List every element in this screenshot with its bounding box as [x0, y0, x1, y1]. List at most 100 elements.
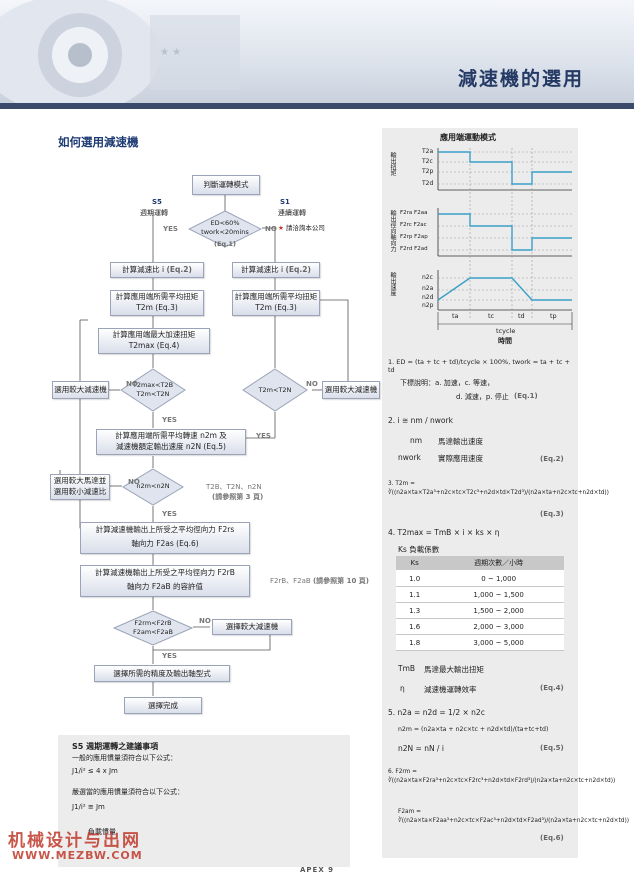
seg-ta: ta — [452, 312, 459, 320]
notes-formula1: J1/i² ≤ 4 x Jm — [72, 767, 118, 775]
table-header: Ks — [396, 556, 434, 571]
notes-line3: 負載慣量 — [88, 828, 116, 836]
tcycle-label: tcycle — [496, 327, 516, 335]
eq1-note2: d. 減速，p. 停止 — [456, 393, 509, 401]
eq2-nm: nm — [410, 436, 423, 445]
table-cell: 3,000 ~ 5,000 — [433, 634, 564, 651]
no-label-2: NO — [126, 380, 138, 388]
star-icon: ★ — [278, 224, 284, 232]
ref-page10: F2rB、F2aB (請參照第 10 頁) — [270, 577, 369, 585]
tmb-desc: 馬達最大輸出扭矩 — [424, 665, 484, 674]
eq1: 1. ED = (ta + tc + td)/tcycle × 100%, tw… — [388, 358, 570, 374]
right-formula-panel — [382, 128, 578, 858]
yes-label-5: YES — [162, 652, 177, 660]
ks-title: Ks 負載係數 — [398, 545, 440, 554]
accuracy-box: 選擇所需的精度及輸出軸型式 — [94, 665, 230, 682]
notes-title: S5 週期運轉之建議事項 — [72, 742, 159, 751]
ref-page3: (請參照第 3 頁) — [212, 493, 264, 501]
eq5-ref: (Eq.5) — [540, 744, 564, 752]
s1-label: 連續運轉 — [278, 209, 306, 217]
eq5b: n2m = (n2a×ta + n2c×tc + n2d×td)/(ta+tc+… — [398, 726, 549, 733]
decision-force — [113, 610, 193, 646]
gearbox-illustration-icon: ★ ★ — [0, 0, 240, 103]
decision-n2m-text: n2m<n2N — [136, 482, 170, 490]
yes-label-3: YES — [256, 432, 271, 440]
section-title: 如何選用減速機 — [58, 135, 139, 149]
eq3-ref: (Eq.3) — [540, 510, 564, 518]
seg-tc: tc — [488, 312, 495, 320]
eq1-note: 下標說明：a. 加速，c. 等速， — [400, 379, 495, 387]
s1-code: S1 — [280, 198, 290, 206]
no-label: NO — [265, 225, 277, 233]
table-cell: 1,500 ~ 2,000 — [433, 602, 564, 619]
page-title: 減速機的選用 — [457, 68, 584, 90]
svg-text:★ ★: ★ ★ — [160, 47, 181, 58]
table-cell: 0 ~ 1,000 — [433, 570, 564, 587]
decision-t2m — [242, 368, 308, 412]
eq2-nwork-desc: 實際應用速度 — [438, 454, 483, 463]
n-label-1: n2a — [422, 285, 434, 292]
bigger-gearbox-box-3: 選擇較大減速機 — [212, 619, 292, 635]
force-axis-label: 輸出徑向軸向力 — [389, 210, 396, 252]
no-label-4: NO — [128, 478, 140, 486]
table-cell: 1.0 — [396, 570, 434, 587]
eta-desc: 減速機運轉效率 — [424, 685, 477, 694]
table-cell: 1.6 — [396, 618, 434, 635]
decision-ed — [188, 210, 262, 248]
table-cell: 1.3 — [396, 602, 434, 619]
eq2-nwork: nwork — [398, 453, 421, 462]
f-label-0: F2ra F2aa — [400, 210, 428, 216]
eq5c: n2N = nN / i — [398, 744, 444, 753]
decision-t2max — [120, 368, 186, 412]
no-label-5: NO — [199, 617, 211, 625]
n-label-0: n2c — [422, 274, 433, 281]
s5-code: S5 — [152, 198, 162, 206]
notes-line2: 嚴選當的應用慣量須符合以下公式： — [72, 788, 184, 796]
eq1-ref: (Eq.1) — [514, 392, 538, 400]
page-footer: APEX 9 — [300, 866, 335, 874]
f-label-3: F2rd F2ad — [400, 246, 428, 252]
eq2-nm-desc: 馬達輸出速度 — [438, 437, 483, 446]
decision-ed-ref: (Eq.1) — [213, 240, 237, 248]
f-label-2: F2rp F2ap — [400, 234, 428, 240]
eq6-ref: (Eq.6) — [540, 834, 564, 842]
tmb-symbol: TmB — [398, 664, 416, 673]
ratio-right-box: 計算減速比 i (Eq.2) — [232, 262, 320, 278]
bigger-motor-box: 選用較大馬達並選用較小減速比 — [50, 474, 110, 500]
speed-box: 計算應用端所需平均轉速 n2m 及減速機額定輸出速度 n2N (Eq.5) — [96, 429, 246, 455]
eq6b: F2am = ∛((n2a×ta×F2aa³+n2c×tc×F2ac³+n2d×… — [398, 809, 629, 824]
n-label-2: n2d — [422, 294, 434, 301]
f-label-1: F2rc F2ac — [400, 222, 427, 228]
ref-page3-symbols: T2B、T2N、n2N — [206, 483, 262, 491]
decision-ed-text: ED<60%twork<20mins — [201, 219, 249, 236]
notes-line1: 一般的應用慣量須符合以下公式： — [72, 754, 177, 762]
table-cell: 1,000 ~ 1,500 — [433, 586, 564, 603]
watermark-cn: 机械设计与出网 — [8, 831, 141, 851]
table-header-row: Ks 週期次數／小時 — [396, 556, 564, 571]
no-label-3: NO — [306, 380, 318, 388]
eq2-ref: (Eq.2) — [540, 455, 564, 463]
table-cell: 1.1 — [396, 586, 434, 603]
table-cell: 1.8 — [396, 634, 434, 651]
s5-label: 週期運轉 — [140, 209, 168, 217]
eq4: 4. T2max = TmB × i × ks × η — [388, 528, 500, 537]
header-divider — [0, 103, 634, 109]
time-axis-label: 時間 — [498, 337, 512, 345]
watermark-url: WWW.MEZBW.COM — [12, 849, 143, 862]
table-cell: 2,000 ~ 3,000 — [433, 618, 564, 635]
bigger-gearbox-box-1: 選用較大減速機 — [52, 381, 109, 399]
eq6a: 6. F2rm = ∛((n2a×ta×F2ra³+n2c×tc×F2rc³+n… — [388, 769, 616, 784]
motion-chart-title: 應用端運動模式 — [440, 133, 496, 142]
ratio-left-box: 計算減速比 i (Eq.2) — [110, 262, 204, 278]
yes-label: YES — [163, 225, 178, 233]
